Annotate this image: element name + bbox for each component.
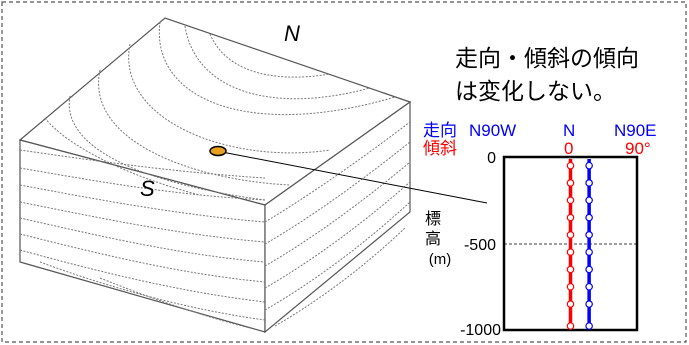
series-point-dip-9 <box>566 322 575 330</box>
caption: 走向・傾斜の傾向 は変化しない。 <box>455 46 639 105</box>
right-contours <box>264 121 411 327</box>
series-point-strike-2 <box>585 196 593 205</box>
caption-line-2: は変化しない。 <box>455 79 616 105</box>
series-point-dip-4 <box>566 231 575 239</box>
series-point-dip-3 <box>566 213 575 222</box>
block-right-face <box>264 100 411 334</box>
strike-right-value: N90E <box>614 121 657 140</box>
series-point-strike-7 <box>585 282 593 291</box>
y-tick-neg1000: -1000 <box>460 322 501 339</box>
left-contours <box>19 149 266 329</box>
series-point-strike-5 <box>585 248 593 256</box>
series-point-strike-8 <box>585 300 593 308</box>
top-contours <box>44 21 396 201</box>
series-point-dip-5 <box>566 248 575 256</box>
series-point-strike-3 <box>585 213 593 222</box>
sample-point <box>209 145 227 157</box>
series-point-strike-9 <box>585 322 593 330</box>
elevation-chart: 0 -500 -1000 標 高 (m) <box>425 150 639 339</box>
series-point-strike-4 <box>585 231 593 239</box>
y-tick-neg500: -500 <box>464 237 496 254</box>
north-label: N <box>284 21 300 46</box>
series-layer <box>566 159 593 330</box>
y-axis-label-3: (m) <box>429 251 452 268</box>
leader-line <box>221 151 488 204</box>
y-axis-label-2: 高 <box>425 229 441 248</box>
series-point-dip-7 <box>566 282 575 291</box>
series-point-dip-0 <box>566 161 575 170</box>
strike-label: 走向 <box>423 121 457 141</box>
series-point-dip-8 <box>566 300 575 308</box>
dip-right-value: 90° <box>625 139 651 158</box>
series-point-dip-6 <box>566 265 575 274</box>
terrain-block: N S <box>18 17 488 334</box>
series-point-strike-0 <box>585 161 593 170</box>
y-axis-label-1: 標 <box>425 209 441 228</box>
strike-center-value: N <box>563 121 575 140</box>
y-tick-0: 0 <box>487 150 496 167</box>
dip-label: 傾斜 <box>423 139 457 159</box>
caption-line-1: 走向・傾斜の傾向 <box>455 46 639 72</box>
chart-header: 走向 N90W N N90E 傾斜 0 90° <box>423 121 657 159</box>
south-label: S <box>140 176 155 201</box>
series-point-dip-1 <box>566 179 575 187</box>
series-point-dip-2 <box>566 196 575 205</box>
strike-left-value: N90W <box>469 121 516 140</box>
dip-left-value: 0 <box>564 139 573 158</box>
series-point-strike-6 <box>585 265 593 274</box>
series-point-strike-1 <box>585 179 593 187</box>
